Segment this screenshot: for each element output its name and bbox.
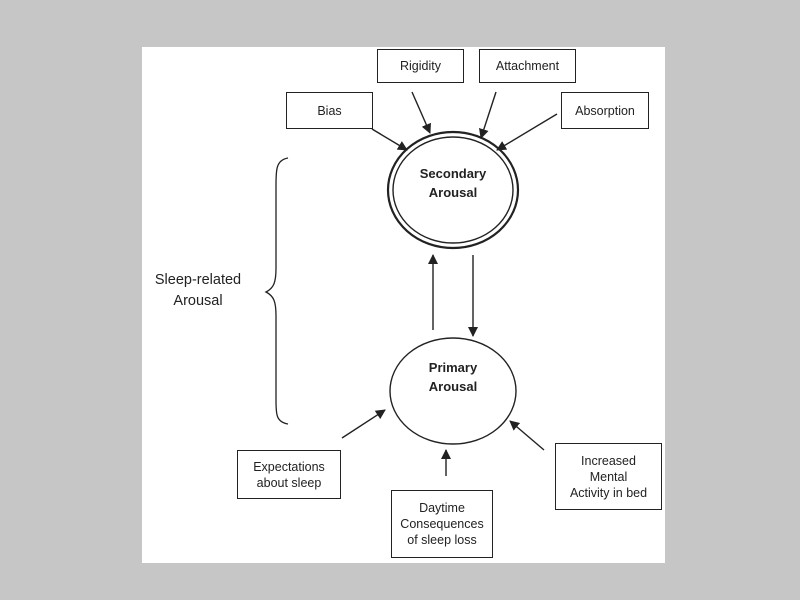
bias-box: Bias [286,92,373,129]
daytime-consequences-box: Daytime Consequences of sleep loss [391,490,493,558]
rigidity-box: Rigidity [377,49,464,83]
secondary-arousal-circle-inner [392,136,514,244]
bias-label: Bias [317,103,342,118]
arrow-absorption-to-secondary [496,113,558,151]
primary-arousal-label: Primary Arousal [428,360,478,394]
absorption-box: Absorption [561,92,649,129]
attachment-box: Attachment [479,49,576,83]
daytime-consequences-label: Daytime Consequences of sleep loss [400,501,484,547]
arrow-expectations-to-primary [341,409,386,439]
secondary-arousal-circle-outer [386,130,520,250]
sleep-related-arousal-brace [264,157,289,425]
rigidity-label: Rigidity [400,59,441,73]
secondary-arousal-label: Secondary Arousal [419,166,487,200]
absorption-label: Absorption [575,103,635,118]
sleep-related-arousal-label: Sleep-related Arousal [154,272,242,309]
primary-arousal-circle [389,337,517,445]
mental-activity-label: Increased Mental Activity in bed [569,453,648,500]
arrow-rigidity-to-secondary [411,91,431,134]
attachment-label: Attachment [495,59,560,73]
arrow-attachment-to-secondary [479,91,497,139]
mental-activity-box: Increased Mental Activity in bed [555,443,662,510]
arrow-mental-activity-to-primary [509,420,545,451]
arrow-bias-to-secondary [371,128,408,151]
expectations-label: Expectations about sleep [253,459,325,490]
expectations-box: Expectations about sleep [237,450,341,499]
